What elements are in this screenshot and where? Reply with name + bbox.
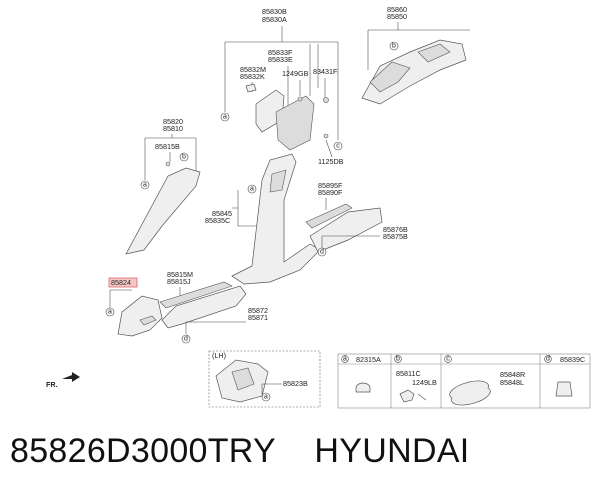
- label-front: FR.: [46, 380, 58, 389]
- label-1125DB: 1125DB: [318, 157, 344, 166]
- svg-text:a: a: [223, 114, 227, 121]
- callout-a-bottom: [105, 307, 115, 317]
- label-85833E: 85833E: [268, 55, 293, 64]
- svg-text:a: a: [108, 309, 112, 316]
- label-85820: 85820: [163, 117, 183, 126]
- badge-85848R: [449, 380, 491, 406]
- callout-a-left: [140, 180, 150, 190]
- legend-callout-c: [444, 355, 452, 363]
- legend-callout-a: [341, 355, 349, 363]
- label-85876B: 85876B: [383, 225, 408, 234]
- callout-b-tr: [389, 41, 399, 51]
- svg-text:a: a: [250, 186, 254, 193]
- trim-85824-cowl: [117, 295, 163, 337]
- caption: 85826D3000TRY HYUNDAI: [10, 428, 470, 474]
- clip-82315A: [355, 382, 371, 393]
- label-85835C: 85835C: [205, 216, 230, 225]
- trim-85820-a-pillar: [125, 167, 201, 255]
- legend-part-82315A: 82315A: [356, 355, 381, 364]
- parts-diagram: 85830B 85830A 85833F 85833E 85832M 85832…: [46, 5, 591, 409]
- bracket-85832: [245, 83, 257, 93]
- svg-text:d: d: [320, 249, 324, 256]
- trim-85845-b-pillar: [231, 153, 321, 285]
- label-85815B: 85815B: [155, 142, 180, 151]
- strip-85895F: [305, 203, 353, 229]
- svg-text:c: c: [446, 356, 450, 363]
- legend-part-85848R: 85848R: [500, 370, 525, 379]
- legend-part-85848L: 85848L: [500, 378, 524, 387]
- svg-text:d: d: [546, 356, 550, 363]
- lh-detail-box: [208, 350, 321, 408]
- label-85832M: 85832M: [240, 65, 266, 74]
- callout-b-left: [179, 152, 189, 162]
- legend-part-85811C: 85811C: [396, 369, 421, 378]
- caption-part-number: 85826D3000TRY: [10, 432, 276, 470]
- highlight-85824: [108, 277, 138, 288]
- trim-85876B: [309, 207, 383, 253]
- legend-part-85839C: 85839C: [560, 355, 585, 364]
- label-85890F: 85890F: [318, 188, 343, 197]
- legend-callout-b: [394, 355, 402, 363]
- svg-text:b: b: [182, 154, 186, 161]
- callout-a-center: [247, 184, 257, 194]
- label-85872: 85872: [248, 306, 268, 315]
- svg-text:b: b: [392, 43, 396, 50]
- trim-upper-pillar: [275, 95, 315, 151]
- label-85810: 85810: [163, 124, 183, 133]
- label-1249GB: 1249GB: [282, 69, 309, 78]
- label-85830A: 85830A: [262, 15, 287, 24]
- label-85815J: 85815J: [167, 277, 191, 286]
- label-85845: 85845: [212, 209, 232, 218]
- label-85850: 85850: [387, 12, 407, 21]
- label-83431F: 83431F: [313, 67, 338, 76]
- label-85833F: 85833F: [268, 48, 293, 57]
- label-85832K: 85832K: [240, 72, 265, 81]
- sill-85872: [161, 285, 247, 329]
- label-85875B: 85875B: [383, 232, 408, 241]
- legend-part-1249LB: 1249LB: [412, 378, 437, 387]
- svg-text:c: c: [336, 143, 340, 150]
- label-85895F: 85895F: [318, 181, 343, 190]
- svg-text:b: b: [396, 356, 400, 363]
- caption-brand: HYUNDAI: [314, 432, 470, 470]
- callout-a-top: [220, 112, 230, 122]
- svg-text:a: a: [343, 356, 347, 363]
- callout-a-lh: [261, 392, 271, 402]
- label-85830B: 85830B: [262, 7, 287, 16]
- clip-85811C: [399, 389, 415, 403]
- label-85871: 85871: [248, 313, 268, 322]
- callout-c-top: [333, 141, 343, 151]
- label-85823B: 85823B: [283, 379, 308, 388]
- clip-85839C: [555, 381, 573, 397]
- front-arrow-icon: [62, 372, 80, 382]
- svg-text:a: a: [264, 394, 268, 401]
- label-85824: 85824: [111, 278, 131, 287]
- callout-d-bottom: [181, 334, 191, 344]
- label-85860: 85860: [387, 5, 407, 14]
- svg-text:a: a: [143, 182, 147, 189]
- callout-d-right: [317, 247, 327, 257]
- label-85815M: 85815M: [167, 270, 193, 279]
- legend-table: a 82315A b 85811C 1249LB c 85848R 85848L…: [337, 353, 591, 409]
- legend-callout-d: [544, 355, 552, 363]
- label-lh: (LH): [212, 351, 226, 360]
- svg-text:d: d: [184, 336, 188, 343]
- trim-85860: [361, 39, 467, 105]
- strip-85815M: [159, 281, 233, 309]
